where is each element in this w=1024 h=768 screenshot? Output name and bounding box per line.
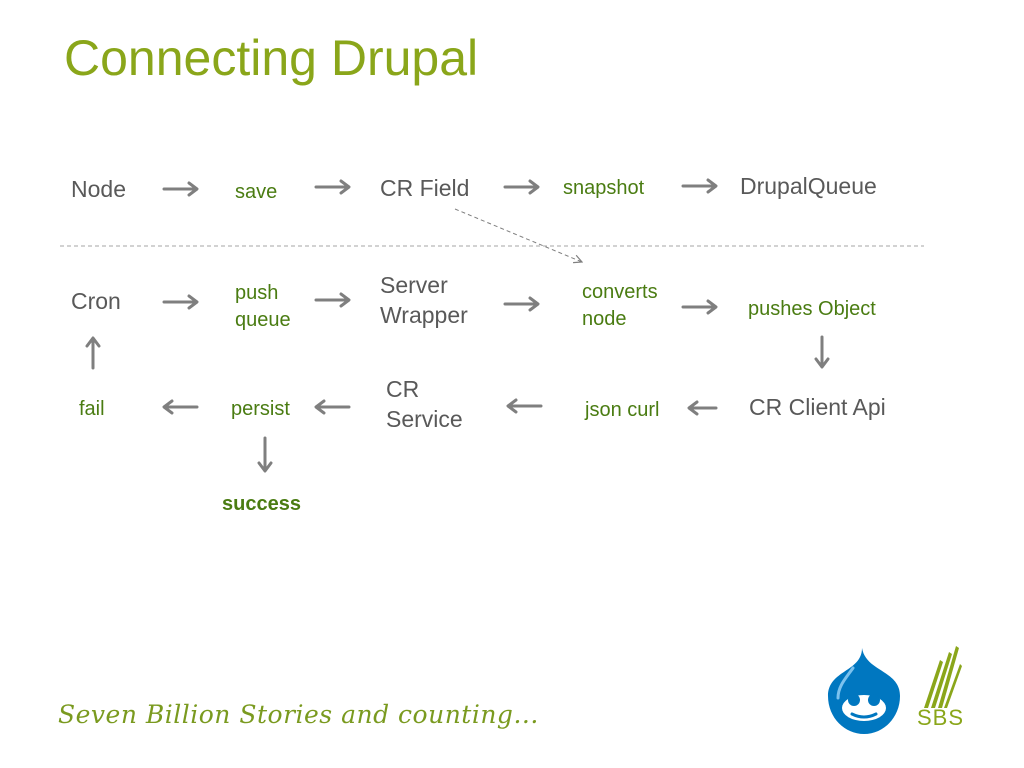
fail-label: fail: [79, 398, 105, 420]
cr-client-api-label: CR Client Api: [749, 394, 886, 420]
drupal-logo: [828, 648, 900, 734]
snapshot-label: snapshot: [563, 177, 645, 199]
cr-service-label: CR Service: [386, 376, 463, 432]
persist-label: persist: [231, 398, 290, 420]
save-label: save: [235, 181, 278, 203]
arrow-left-icon: [687, 400, 718, 416]
success-label: success: [222, 493, 301, 515]
json-curl-label: json curl: [585, 399, 660, 421]
converts-node-label: converts node: [582, 281, 658, 330]
arrow-left-icon: [506, 398, 543, 414]
arrow-right-icon: [314, 292, 351, 308]
push-queue-label: push queue: [235, 282, 291, 331]
arrow-right-icon: [162, 294, 199, 310]
pushes-object-label: pushes Object: [748, 298, 876, 320]
dashed-connector: [454, 208, 582, 262]
arrow-down-icon: [814, 335, 830, 369]
arrow-right-icon: [162, 181, 199, 197]
arrow-down-icon: [257, 436, 273, 473]
arrow-left-icon: [162, 399, 199, 415]
arrow-left-icon: [314, 399, 351, 415]
drupal-queue-label: DrupalQueue: [740, 173, 877, 199]
cr-field-label: CR Field: [380, 175, 470, 201]
arrow-right-icon: [681, 178, 718, 194]
slide-tagline: Seven Billion Stories and counting...: [58, 700, 539, 729]
arrow-right-icon: [503, 179, 540, 195]
server-wrapper-label: Server Wrapper: [380, 272, 468, 328]
sbs-logo-text: SBS: [917, 705, 965, 730]
cron-label: Cron: [71, 288, 121, 314]
arrow-up-icon: [85, 336, 101, 370]
arrow-right-icon: [503, 296, 540, 312]
node-label: Node: [71, 176, 126, 202]
sbs-logo: [924, 646, 962, 708]
arrow-right-icon: [314, 179, 351, 195]
slide-title: Connecting Drupal: [64, 30, 479, 86]
arrow-right-icon: [681, 299, 718, 315]
